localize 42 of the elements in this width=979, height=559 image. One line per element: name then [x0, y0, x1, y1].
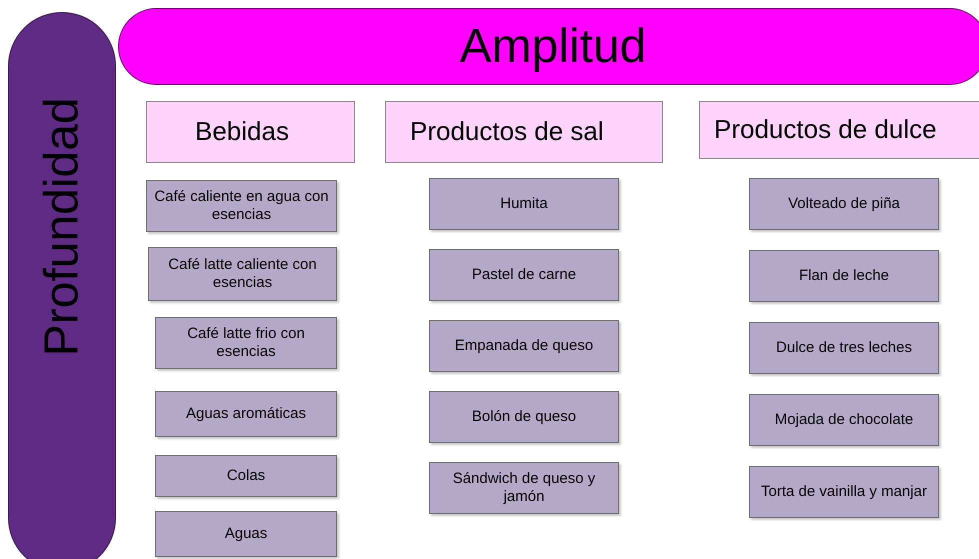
category-box	[699, 101, 979, 159]
item-label: Sándwich de queso y jamón	[452, 470, 596, 506]
item-label: Café latte frio con esencias	[186, 325, 306, 361]
item-box	[749, 466, 939, 518]
item-box	[148, 247, 337, 301]
item-label: Colas	[226, 467, 266, 485]
item-label: Volteado de piña	[788, 195, 900, 213]
item-label: Humita	[500, 195, 548, 213]
item-box	[429, 391, 619, 443]
item-label: Aguas	[224, 525, 268, 543]
item-box	[155, 455, 337, 497]
header-band	[118, 8, 979, 85]
vertical-band	[8, 12, 116, 559]
band-label: Amplitud	[460, 18, 646, 75]
category-box	[385, 101, 663, 163]
item-box	[429, 249, 619, 301]
item-box	[429, 462, 619, 514]
item-box	[749, 250, 939, 302]
item-box	[429, 178, 619, 230]
item-box	[155, 391, 337, 437]
category-label: Productos de dulce	[714, 114, 937, 146]
item-label: Empanada de queso	[454, 337, 594, 355]
item-label: Aguas aromáticas	[186, 405, 306, 423]
item-box	[146, 180, 337, 232]
item-box	[749, 178, 939, 230]
item-label: Café latte caliente con esencias	[167, 256, 318, 292]
item-label: Café caliente en agua con esencias	[153, 188, 330, 224]
item-box	[749, 322, 939, 374]
item-box	[155, 317, 337, 369]
category-label: Bebidas	[195, 116, 289, 148]
category-box	[146, 101, 355, 163]
category-label: Productos de sal	[410, 116, 604, 148]
item-label: Dulce de tres leches	[776, 339, 912, 357]
item-box	[429, 320, 619, 372]
item-label: Torta de vainilla y manjar	[761, 483, 927, 501]
item-box	[155, 511, 337, 557]
item-label: Bolón de queso	[472, 408, 576, 426]
item-box	[749, 394, 939, 446]
item-label: Pastel de carne	[472, 266, 576, 284]
band-label: Profundidad	[34, 98, 90, 356]
item-label: Mojada de chocolate	[774, 411, 914, 429]
item-label: Flan de leche	[798, 267, 890, 285]
